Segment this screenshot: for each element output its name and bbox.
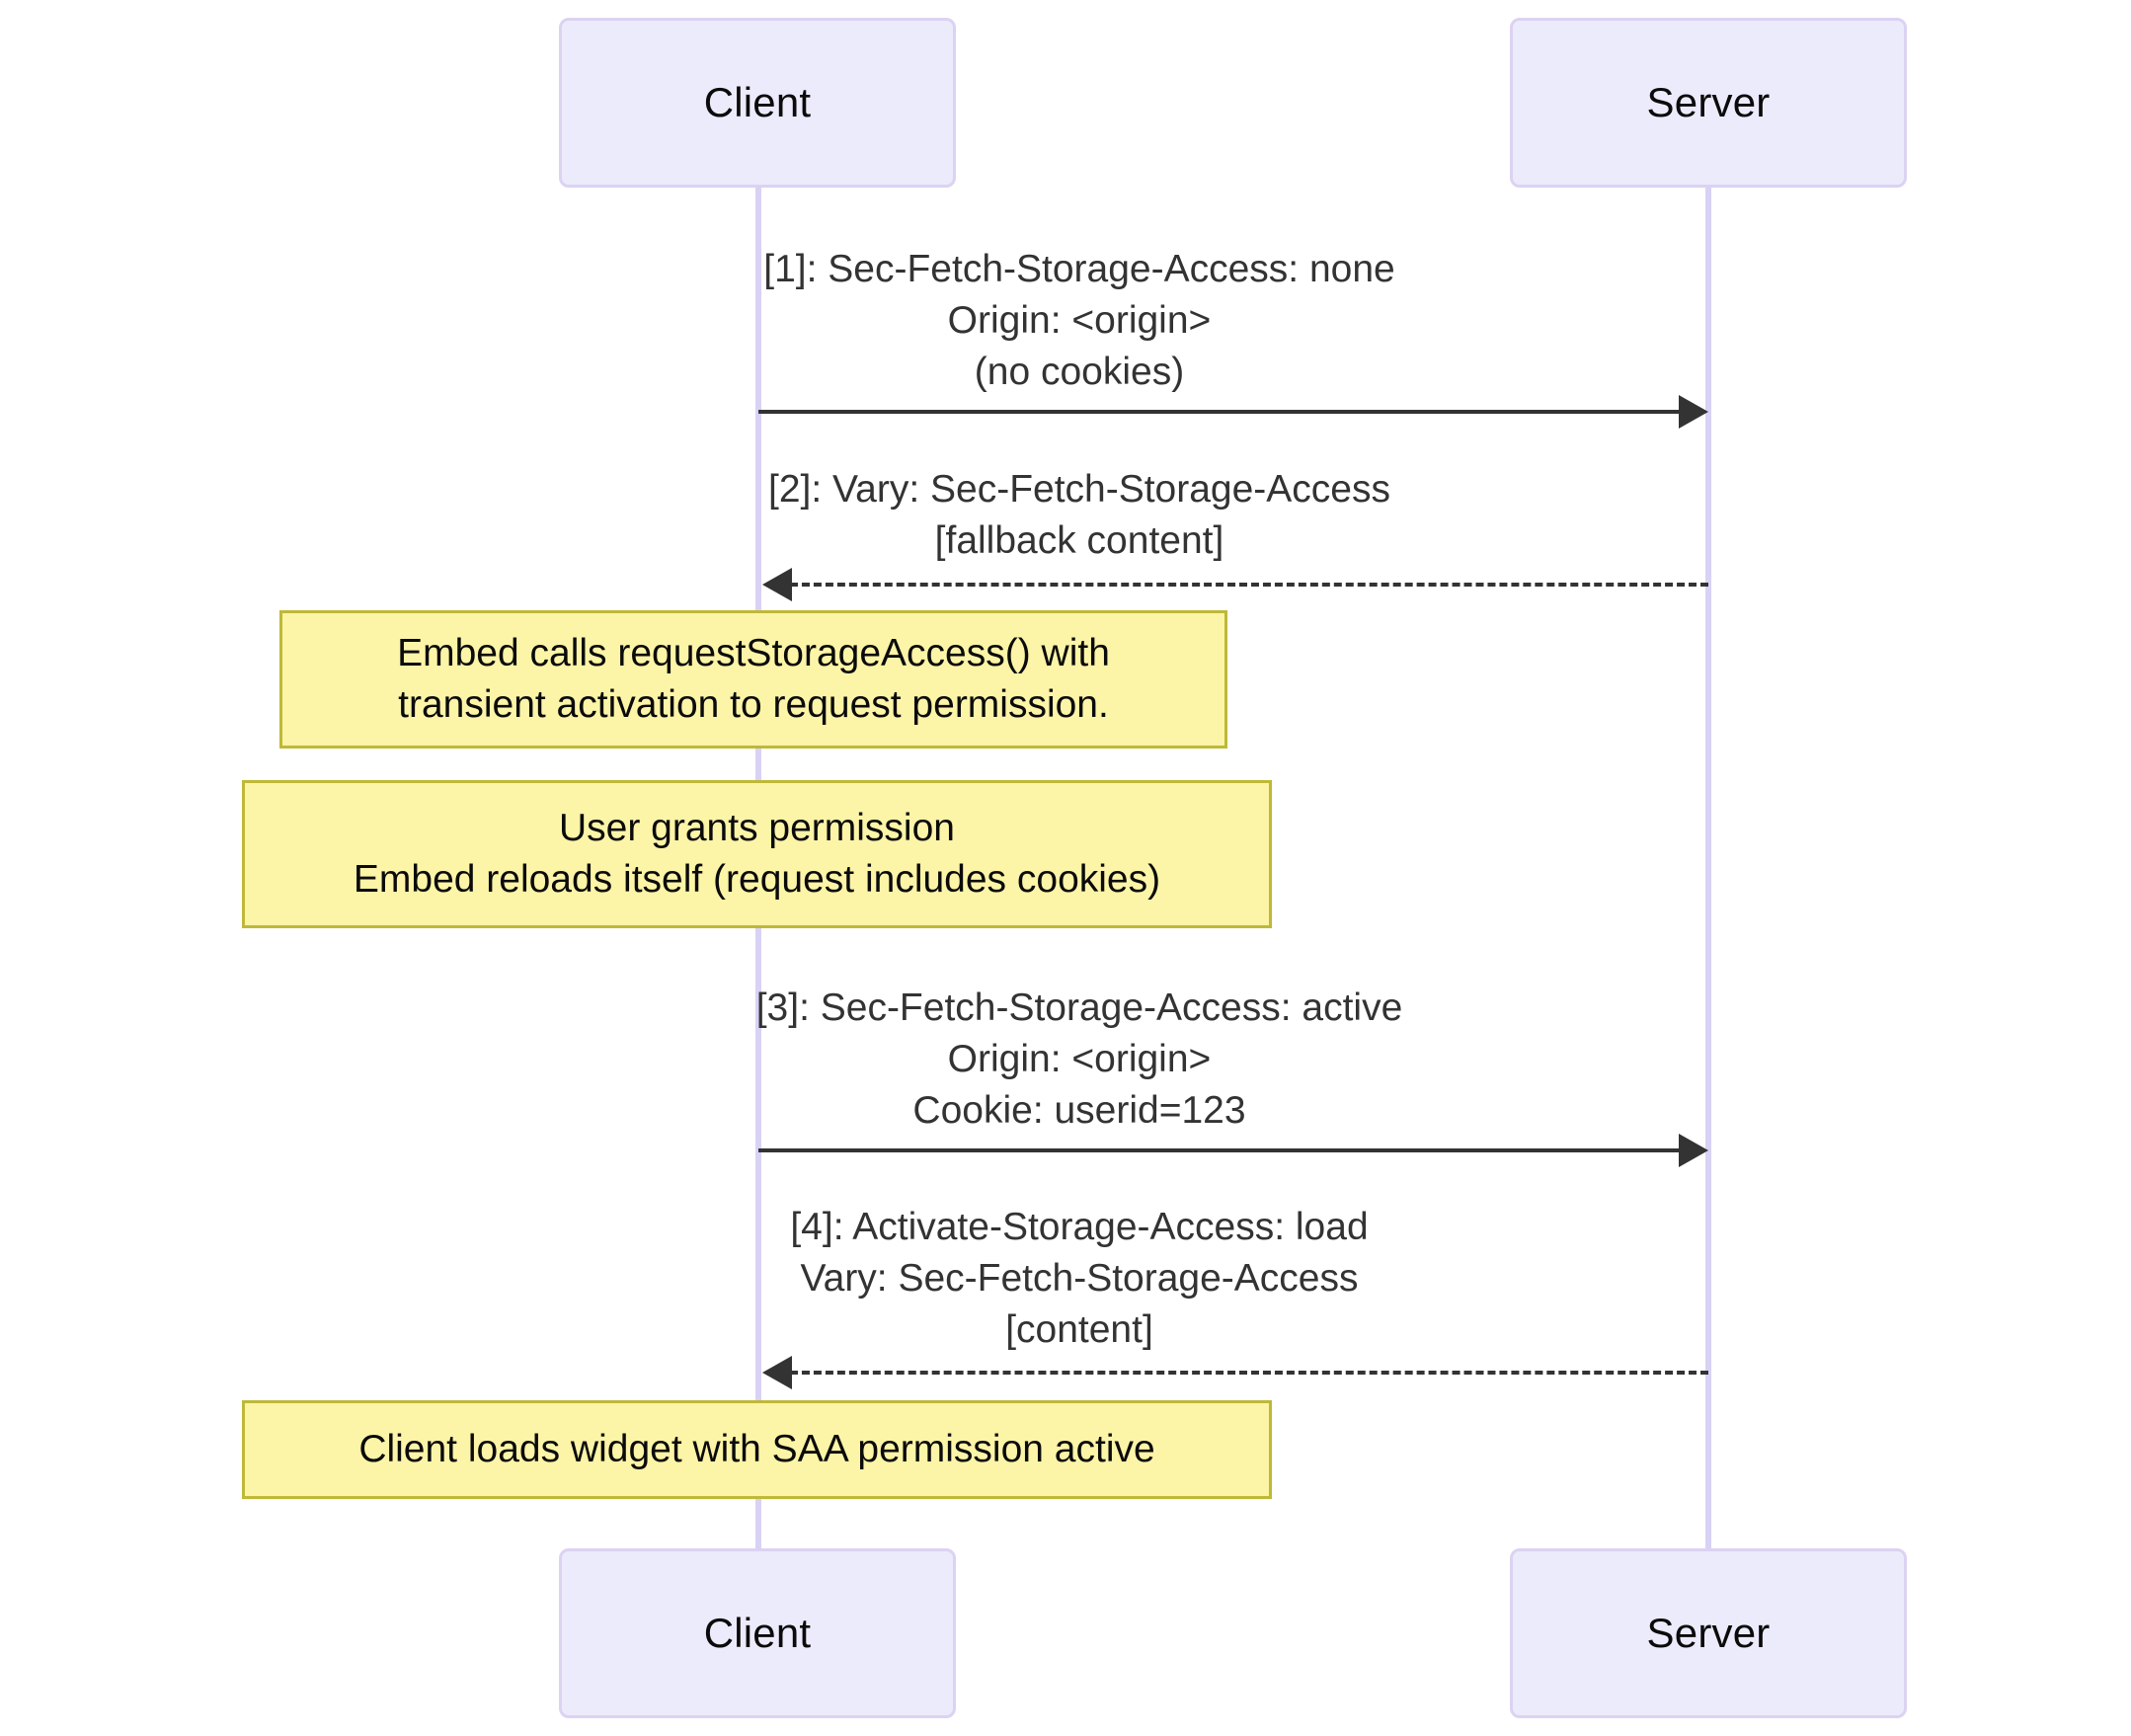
message-2-label: [2]: Vary: Sec-Fetch-Storage-Access [fal… — [768, 468, 1390, 562]
note-1-text: Embed calls requestStorageAccess() with … — [397, 632, 1110, 726]
message-4-line — [790, 1371, 1708, 1375]
participant-client-top-label: Client — [703, 79, 812, 125]
message-4-label: [4]: Activate-Storage-Access: load Vary:… — [790, 1206, 1369, 1351]
lifeline-server — [1705, 186, 1711, 1556]
message-4-arrowhead — [762, 1356, 792, 1389]
participant-server-bottom-label: Server — [1646, 1610, 1771, 1656]
note-3-text: Client loads widget with SAA permission … — [358, 1428, 1155, 1470]
note-2-text: User grants permission Embed reloads its… — [353, 807, 1161, 901]
participant-server-bottom[interactable]: Server — [1510, 1548, 1907, 1718]
note-client-loads-widget: Client loads widget with SAA permission … — [242, 1400, 1272, 1499]
note-embed-calls-request-storage-access: Embed calls requestStorageAccess() with … — [279, 610, 1227, 749]
message-1-line — [758, 410, 1687, 414]
participant-server-top-label: Server — [1646, 79, 1771, 125]
participant-server-top[interactable]: Server — [1510, 18, 1907, 188]
message-2-arrowhead — [762, 568, 792, 601]
participant-client-top[interactable]: Client — [559, 18, 956, 188]
message-1-arrowhead — [1679, 395, 1708, 429]
message-3-line — [758, 1148, 1687, 1152]
message-2-line — [790, 583, 1708, 587]
message-3-arrowhead — [1679, 1134, 1708, 1167]
participant-client-bottom[interactable]: Client — [559, 1548, 956, 1718]
message-3-label: [3]: Sec-Fetch-Storage-Access: active Or… — [755, 986, 1403, 1132]
message-1-label: [1]: Sec-Fetch-Storage-Access: none Orig… — [763, 248, 1395, 393]
participant-client-bottom-label: Client — [703, 1610, 812, 1656]
note-user-grants-permission: User grants permission Embed reloads its… — [242, 780, 1272, 928]
